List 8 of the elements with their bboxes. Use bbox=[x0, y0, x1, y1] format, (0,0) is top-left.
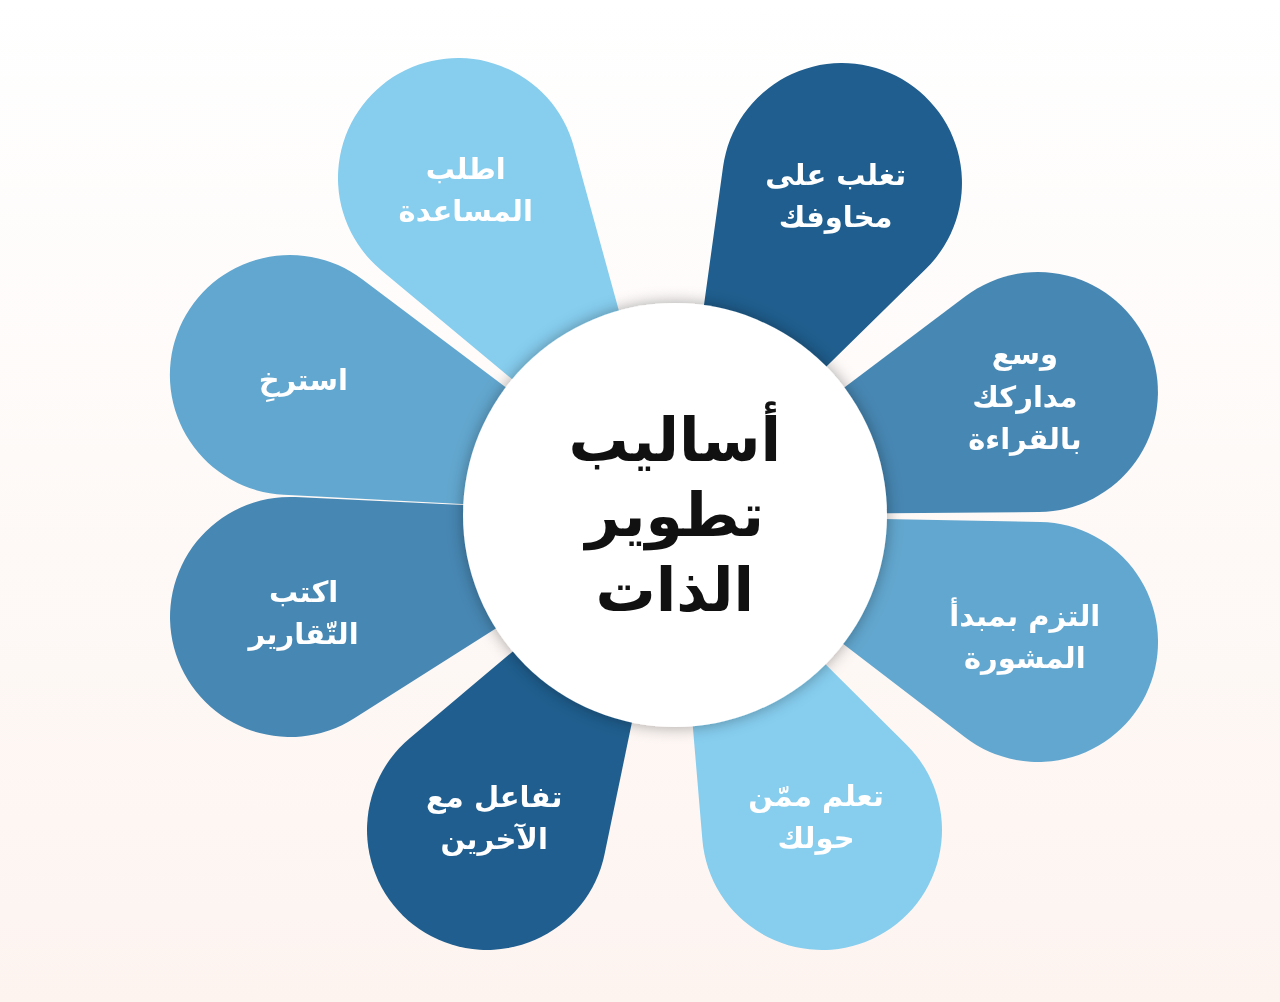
petal-label: تغلب على مخاوفك bbox=[745, 153, 926, 238]
petal-label: اكتب التّقارير bbox=[248, 571, 359, 656]
petal-label: تفاعل مع الآخرين bbox=[409, 775, 580, 861]
petal-label: اطلب المساعدة bbox=[398, 147, 533, 232]
petal-label: وسع مداركك بالقراءة bbox=[968, 333, 1082, 460]
petal-label: تعلم ممّن حولك bbox=[731, 775, 902, 860]
petal-label: استرخِ bbox=[258, 358, 348, 401]
petal-label: التزم بمبدأ المشورة bbox=[929, 595, 1120, 680]
